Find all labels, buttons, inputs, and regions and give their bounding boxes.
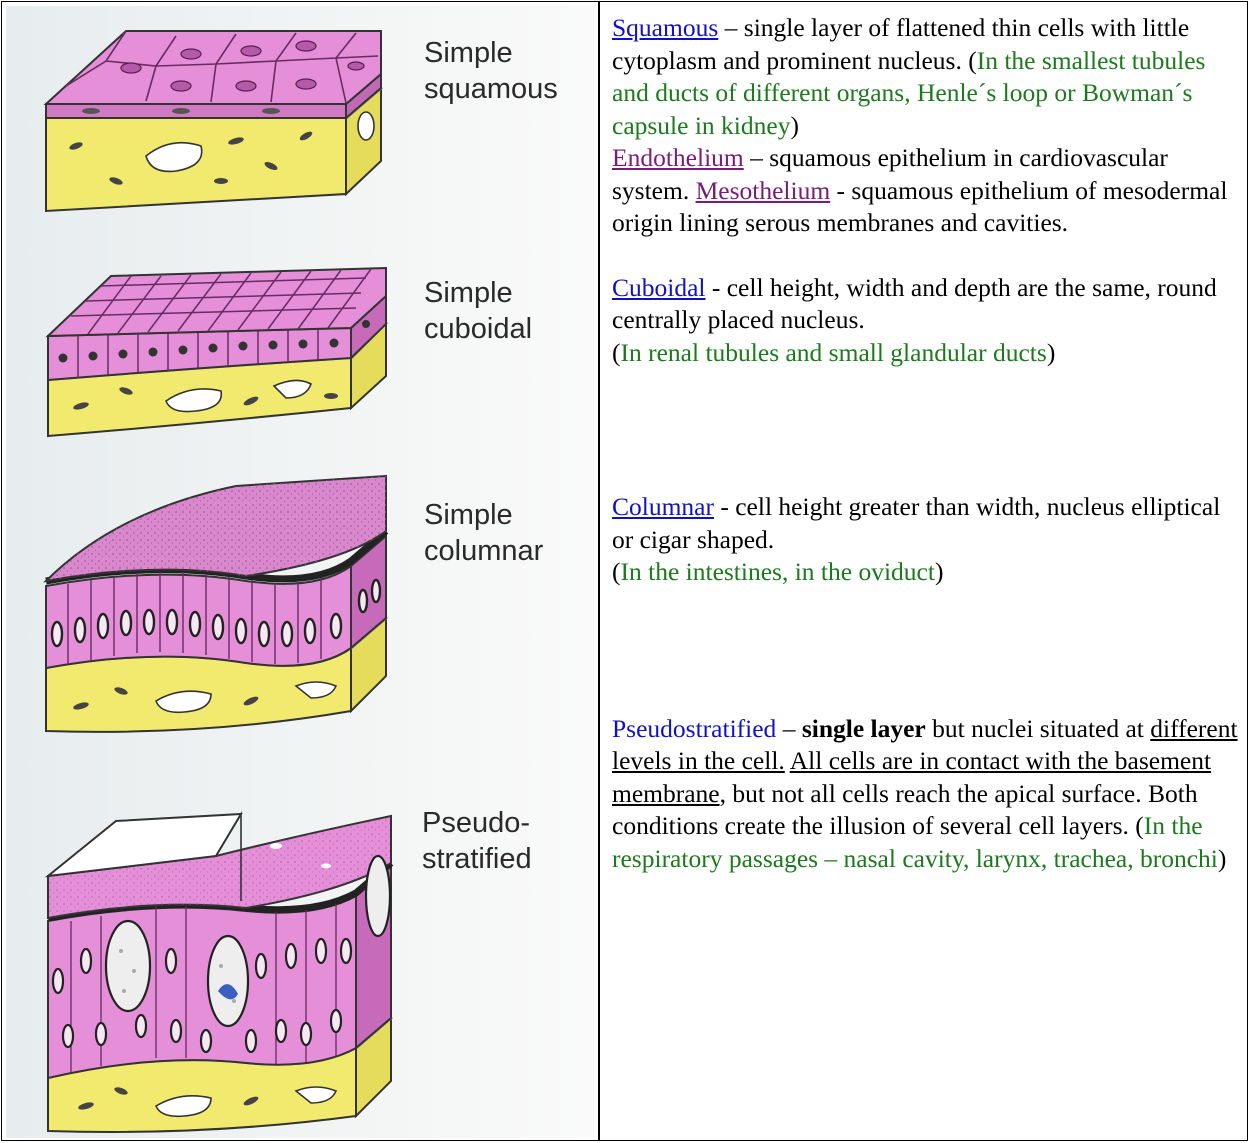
columnar-link[interactable]: Columnar — [612, 492, 714, 521]
label-simple-squamous-2: squamous — [424, 73, 558, 105]
pseudostratified-paragraph: Pseudostratified – single layer but nucl… — [612, 713, 1242, 876]
label-pseudostratified-2: stratified — [422, 843, 532, 875]
cuboidal-note: In renal tubules and small glandular duc… — [621, 338, 1047, 367]
label-simple-columnar-1: Simple — [424, 499, 513, 531]
text-column: Squamous – single layer of flattened thi… — [612, 12, 1242, 875]
column-divider — [598, 2, 600, 1140]
mesothelium-link[interactable]: Mesothelium — [696, 176, 831, 205]
diagram-column: Simple squamous — [6, 6, 594, 1138]
endothelium-paragraph: Endothelium – squamous epithelium in car… — [612, 142, 1242, 240]
squamous-paragraph: Squamous – single layer of flattened thi… — [612, 12, 1242, 142]
cuboidal-paragraph: Cuboidal - cell height, width and depth … — [612, 272, 1242, 370]
label-simple-cuboidal-2: cuboidal — [424, 313, 532, 345]
columnar-paragraph: Columnar - cell height greater than widt… — [612, 491, 1242, 589]
endothelium-link[interactable]: Endothelium — [612, 143, 744, 172]
label-simple-columnar-2: columnar — [424, 535, 544, 567]
epithelium-illustration: Simple squamous — [6, 6, 594, 1138]
pseudostratified-term: Pseudostratified — [612, 714, 776, 743]
columnar-note: In the intestines, in the oviduct — [621, 557, 935, 586]
cuboidal-link[interactable]: Cuboidal — [612, 273, 706, 302]
label-simple-squamous-1: Simple — [424, 37, 513, 69]
label-pseudostratified-1: Pseudo- — [422, 807, 530, 839]
squamous-link[interactable]: Squamous — [612, 13, 718, 42]
label-simple-cuboidal-1: Simple — [424, 277, 513, 309]
